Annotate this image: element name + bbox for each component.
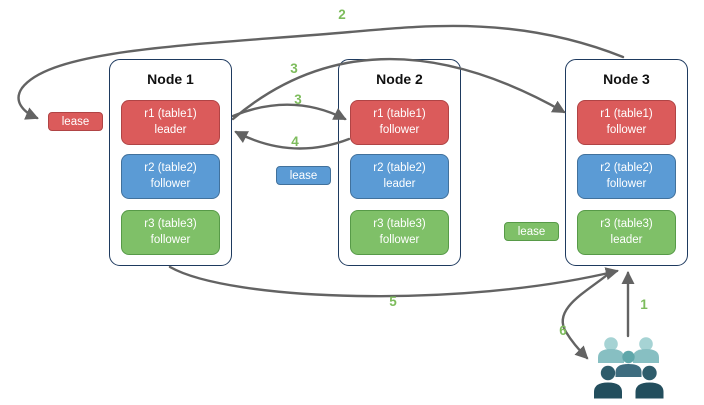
replica-role: leader xyxy=(383,177,416,190)
replica-name: r3 (table3) xyxy=(144,218,197,231)
lease-tag-red: lease xyxy=(48,112,103,131)
node-3-replica-r1: r1 (table1) follower xyxy=(577,100,676,145)
step-label-3a: 3 xyxy=(290,61,298,76)
replica-name: r1 (table1) xyxy=(600,108,653,121)
node-3-replica-r3: r3 (table3) leader xyxy=(577,210,676,255)
node-1-box: Node 1 r1 (table1) leader r2 (table2) fo… xyxy=(109,59,232,266)
node-1-replica-r2: r2 (table2) follower xyxy=(121,154,220,199)
step-label-3b: 3 xyxy=(294,92,302,107)
replica-name: r1 (table1) xyxy=(373,108,426,121)
replica-name: r2 (table2) xyxy=(144,162,197,175)
node-2-replica-r1: r1 (table1) follower xyxy=(350,100,449,145)
node-2-replica-r2: r2 (table2) leader xyxy=(350,154,449,199)
arrow-step-6-node3-to-users xyxy=(561,269,614,360)
replica-name: r3 (table3) xyxy=(373,218,426,231)
node-3-replica-r2: r2 (table2) follower xyxy=(577,154,676,199)
replica-role: leader xyxy=(610,233,643,246)
lease-tag-blue: lease xyxy=(276,166,331,185)
node-2-box: Node 2 r1 (table1) follower r2 (table2) … xyxy=(338,59,461,266)
node-3-box: Node 3 r1 (table1) follower r2 (table2) … xyxy=(565,59,688,266)
replica-name: r2 (table2) xyxy=(600,162,653,175)
replica-role: follower xyxy=(606,123,647,136)
replica-role: follower xyxy=(606,177,647,190)
arrow-step-3-leader-to-node2 xyxy=(231,103,347,121)
step-label-4: 4 xyxy=(291,134,299,149)
users-group-icon xyxy=(594,337,664,399)
node-3-title: Node 3 xyxy=(603,71,650,87)
replica-role: follower xyxy=(379,123,420,136)
lease-tag-green: lease xyxy=(504,222,559,241)
replica-name: r1 (table1) xyxy=(144,108,197,121)
replica-role: follower xyxy=(379,233,420,246)
replica-role: follower xyxy=(150,233,191,246)
step-label-5: 5 xyxy=(389,294,397,309)
node-1-title: Node 1 xyxy=(147,71,194,87)
node-2-replica-r3: r3 (table3) follower xyxy=(350,210,449,255)
node-1-replica-r3: r3 (table3) follower xyxy=(121,210,220,255)
step-label-1: 1 xyxy=(640,297,648,312)
arrow-step-5-node1-to-node3 xyxy=(168,265,619,298)
replica-role: leader xyxy=(154,123,187,136)
node-2-title: Node 2 xyxy=(376,71,423,87)
step-label-6: 6 xyxy=(559,323,567,338)
replica-name: r3 (table3) xyxy=(600,218,653,231)
node-1-replica-r1: r1 (table1) leader xyxy=(121,100,220,145)
replica-name: r2 (table2) xyxy=(373,162,426,175)
replica-role: follower xyxy=(150,177,191,190)
step-label-2: 2 xyxy=(338,7,346,22)
